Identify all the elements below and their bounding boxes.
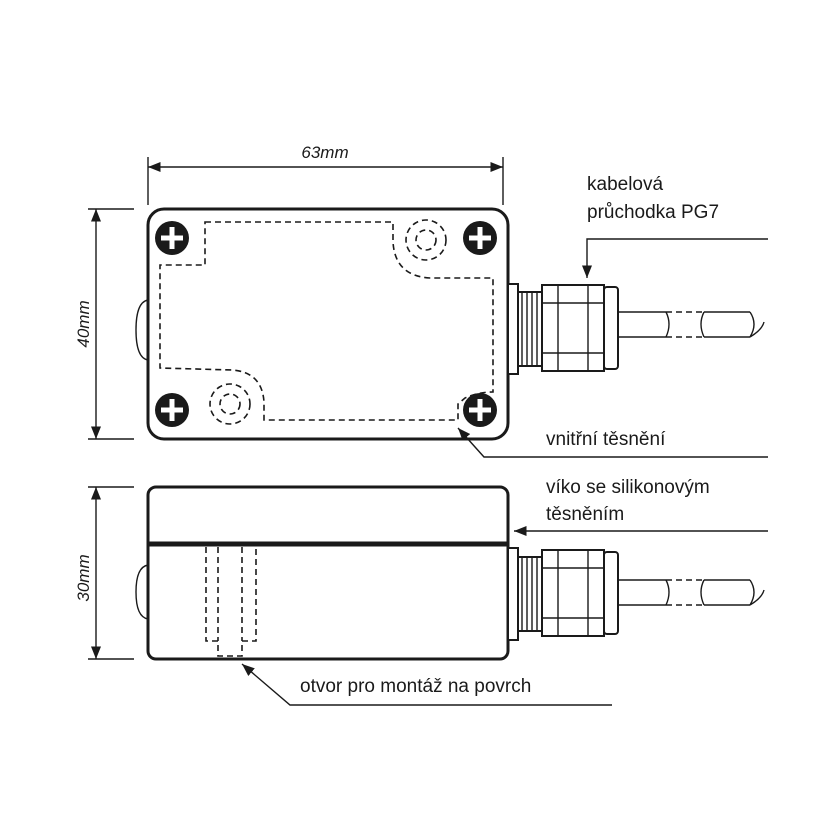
side-view-side-bump xyxy=(135,564,149,620)
top-view-side-bump xyxy=(135,299,149,361)
dimension-height-label: 30mm xyxy=(74,554,93,601)
top-view xyxy=(135,207,765,441)
callout-mount-hole: otvor pro montáž na povrch xyxy=(241,663,612,706)
dimension-height: 30mm xyxy=(74,486,134,660)
dimension-width-label: 63mm xyxy=(301,143,348,162)
mount-channel xyxy=(205,547,257,657)
cable-top xyxy=(618,311,765,338)
dimension-depth-label: 40mm xyxy=(74,300,93,347)
callout-inner-seal: vnitřní těsnění xyxy=(457,427,768,458)
lid-label-line2: těsněním xyxy=(546,504,624,525)
top-view-housing xyxy=(146,207,510,441)
cable-gland-label-line1: kabelová xyxy=(587,174,663,195)
mount-hole-top-right xyxy=(405,219,447,261)
mount-hole-label: otvor pro montáž na povrch xyxy=(300,676,531,697)
dimension-width: 63mm xyxy=(147,143,504,205)
dimension-depth: 40mm xyxy=(74,208,134,440)
lid-label-line1: víko se silikonovým xyxy=(546,477,710,498)
screw-icon xyxy=(155,221,189,255)
cable-side xyxy=(618,579,765,606)
mount-hole-bottom-left xyxy=(209,383,251,425)
inner-seal-label: vnitřní těsnění xyxy=(546,429,666,450)
callout-lid: víko se silikonovým těsněním xyxy=(514,477,768,537)
side-view xyxy=(135,485,765,661)
callout-cable-gland: kabelová průchodka PG7 xyxy=(581,174,768,278)
cable-gland-side xyxy=(507,547,619,641)
side-view-housing xyxy=(146,485,510,661)
cable-gland-top xyxy=(507,283,619,375)
cable-gland-label-line2: průchodka PG7 xyxy=(587,202,719,223)
screw-icon xyxy=(463,221,497,255)
screw-icon xyxy=(463,393,497,427)
screw-icon xyxy=(155,393,189,427)
